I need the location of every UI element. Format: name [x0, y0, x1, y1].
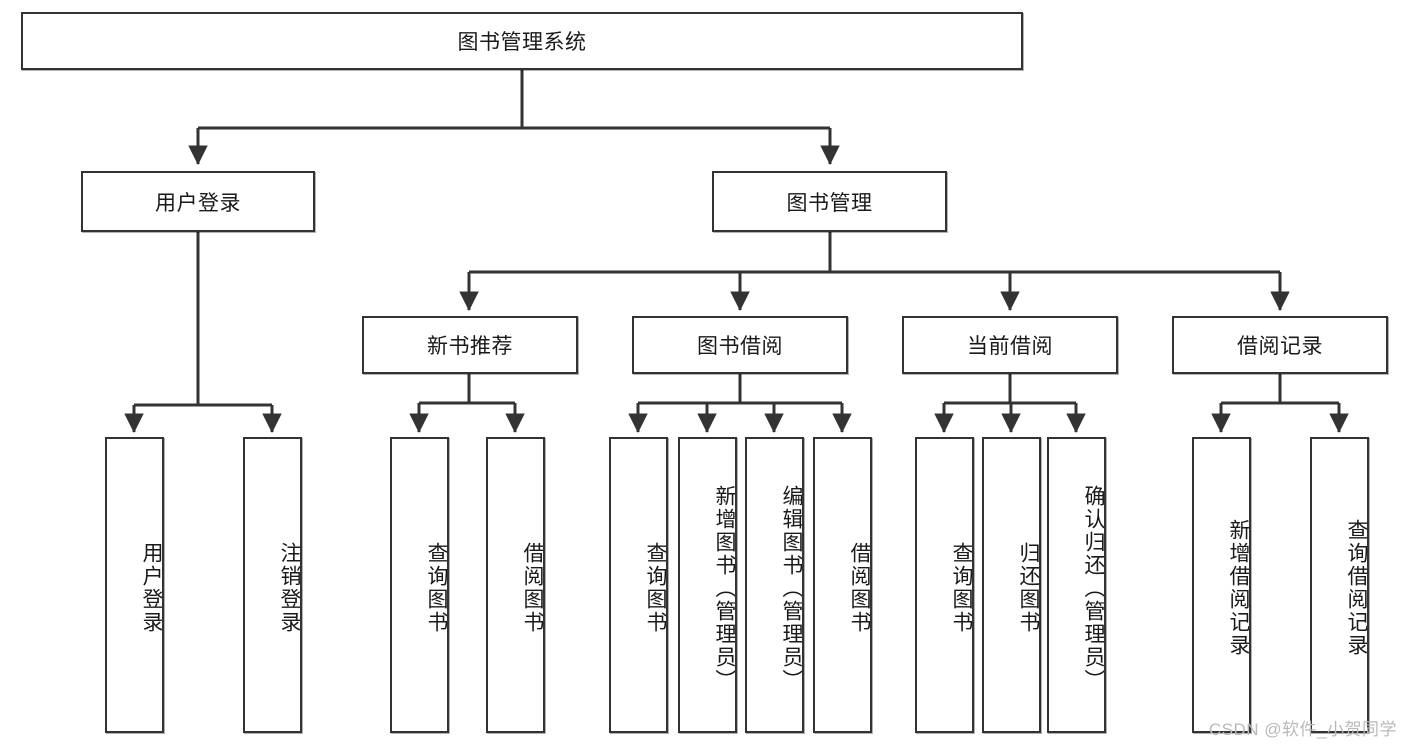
node-book-borrow-label: 图书借阅 — [697, 335, 783, 358]
node-new-book-recommend[interactable]: 新书推荐 — [362, 316, 578, 374]
leaf-user-login-label: 用户登录 — [140, 542, 163, 634]
node-current-borrow[interactable]: 当前借阅 — [902, 316, 1118, 374]
leaf-query-record[interactable]: 查询借阅记录 — [1310, 437, 1369, 733]
leaf-confirm-return[interactable]: 确认归还（管理员） — [1047, 437, 1106, 733]
watermark: CSDN @软件_小贺同学 — [1208, 720, 1397, 739]
node-new-book-recommend-label: 新书推荐 — [427, 335, 513, 358]
node-book-borrow[interactable]: 图书借阅 — [632, 316, 848, 374]
leaf-borrow-book-1[interactable]: 借阅图书 — [486, 437, 545, 733]
leaf-logout[interactable]: 注销登录 — [243, 437, 302, 733]
node-borrow-record-label: 借阅记录 — [1237, 335, 1323, 358]
leaf-add-book-label: 新增图书（管理员） — [713, 484, 736, 692]
leaf-add-record[interactable]: 新增借阅记录 — [1192, 437, 1251, 733]
leaf-query-book-1[interactable]: 查询图书 — [390, 437, 449, 733]
leaf-query-book-2[interactable]: 查询图书 — [609, 437, 668, 733]
leaf-edit-book[interactable]: 编辑图书（管理员） — [745, 437, 804, 733]
node-user-login-label: 用户登录 — [155, 191, 241, 215]
node-book-manage[interactable]: 图书管理 — [712, 171, 947, 232]
leaf-add-book[interactable]: 新增图书（管理员） — [678, 437, 737, 733]
node-borrow-record[interactable]: 借阅记录 — [1172, 316, 1388, 374]
node-user-login[interactable]: 用户登录 — [81, 171, 315, 232]
leaf-user-login[interactable]: 用户登录 — [105, 437, 164, 733]
leaf-query-book-1-label: 查询图书 — [425, 542, 448, 634]
leaf-return-book[interactable]: 归还图书 — [982, 437, 1041, 733]
leaf-borrow-book-1-label: 借阅图书 — [521, 542, 544, 634]
leaf-logout-label: 注销登录 — [278, 542, 301, 634]
leaf-confirm-return-label: 确认归还（管理员） — [1082, 484, 1105, 692]
leaf-borrow-book-2-label: 借阅图书 — [848, 542, 871, 634]
node-root-label: 图书管理系统 — [457, 31, 587, 54]
leaf-query-book-3-label: 查询图书 — [950, 542, 973, 634]
leaf-return-book-label: 归还图书 — [1017, 542, 1040, 634]
leaf-edit-book-label: 编辑图书（管理员） — [780, 484, 803, 692]
leaf-borrow-book-2[interactable]: 借阅图书 — [813, 437, 872, 733]
node-root[interactable]: 图书管理系统 — [21, 12, 1023, 70]
leaf-query-book-2-label: 查询图书 — [644, 542, 667, 634]
node-current-borrow-label: 当前借阅 — [967, 335, 1053, 358]
leaf-query-book-3[interactable]: 查询图书 — [915, 437, 974, 733]
node-book-manage-label: 图书管理 — [786, 191, 873, 215]
leaf-query-record-label: 查询借阅记录 — [1345, 519, 1368, 657]
leaf-add-record-label: 新增借阅记录 — [1227, 519, 1250, 657]
